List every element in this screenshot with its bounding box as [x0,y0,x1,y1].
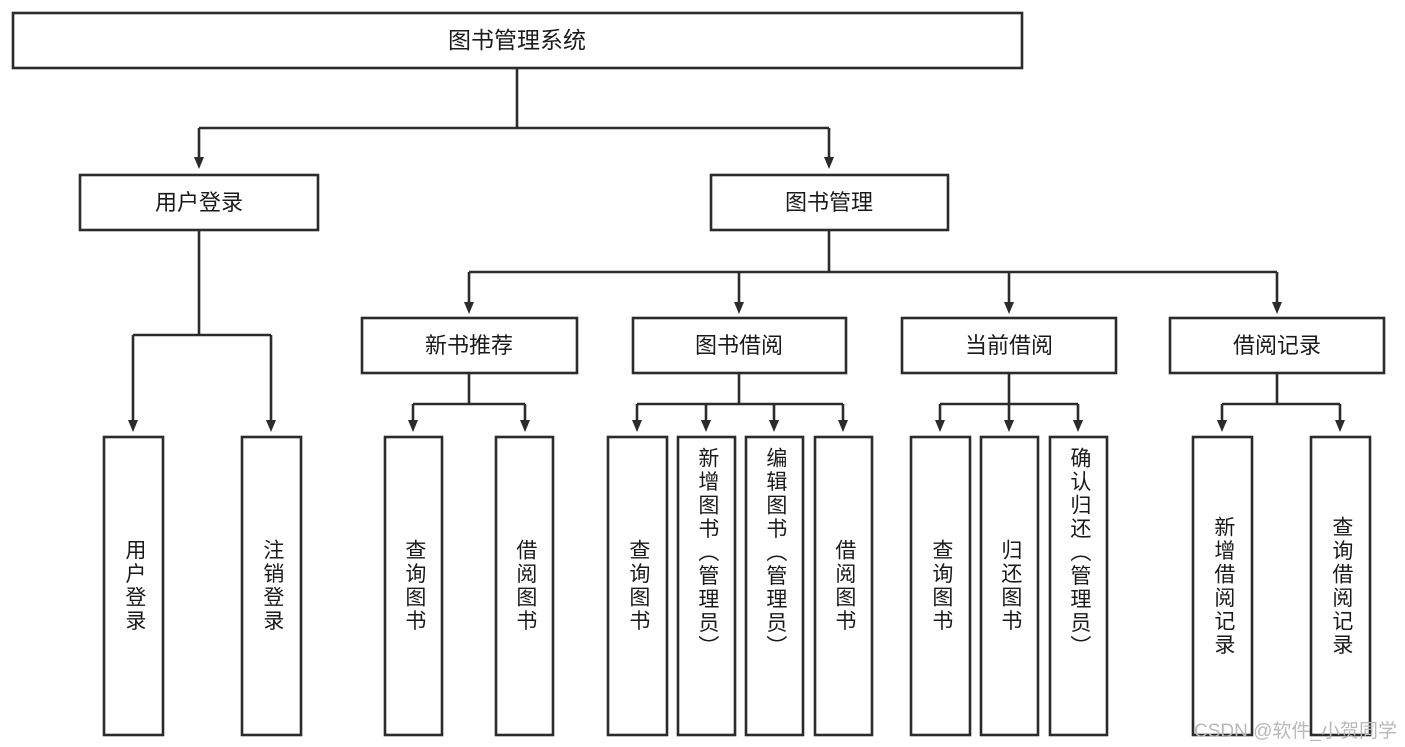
node-user-login-label: 用户登录 [155,190,243,215]
node-book-manage[interactable]: 图书管理 [709,173,950,232]
node-borrow-record[interactable]: 借阅记录 [1168,316,1386,375]
node-root-box[interactable] [11,11,1024,70]
leaf-query-book-2-box[interactable] [606,435,669,737]
node-current-borrow-box[interactable] [900,316,1118,375]
leaf-borrow-book-1-box[interactable] [494,435,555,737]
node-user-login-box[interactable] [78,173,320,232]
leaf-query-book-1-box[interactable] [383,435,444,737]
node-new-book-recommend-label: 新书推荐 [425,333,513,358]
node-book-manage-label: 图书管理 [785,190,873,215]
node-user-login[interactable]: 用户登录 [78,173,320,232]
leaf-logout-login-box[interactable] [240,435,303,737]
leaf-add-record-box[interactable] [1191,435,1254,737]
leaf-query-book-3-box[interactable] [909,435,972,737]
leaf-box-group [102,435,1372,737]
leaf-return-book-box[interactable] [979,435,1040,737]
node-book-borrow-box[interactable] [631,316,848,375]
node-borrow-record-label: 借阅记录 [1233,333,1321,358]
leaf-confirm-return-box[interactable] [1048,435,1109,737]
node-current-borrow[interactable]: 当前借阅 [900,316,1118,375]
node-root-label: 图书管理系统 [448,27,586,53]
node-book-manage-box[interactable] [709,173,950,232]
node-book-borrow[interactable]: 图书借阅 [631,316,848,375]
watermark-text: CSDN @软件_小贺同学 [1194,721,1397,742]
node-borrow-record-box[interactable] [1168,316,1386,375]
leaf-add-book-box[interactable] [676,435,737,737]
node-root[interactable]: 图书管理系统 [11,11,1024,70]
leaf-user-login-box[interactable] [102,435,165,737]
node-new-book-recommend[interactable]: 新书推荐 [360,316,579,375]
leaf-query-record-box[interactable] [1309,435,1372,737]
node-current-borrow-label: 当前借阅 [965,333,1053,358]
leaf-borrow-book-2-box[interactable] [813,435,874,737]
connector-group [128,68,1345,432]
node-book-borrow-label: 图书借阅 [695,333,783,358]
leaf-edit-book-box[interactable] [744,435,805,737]
node-new-book-recommend-box[interactable] [360,316,579,375]
